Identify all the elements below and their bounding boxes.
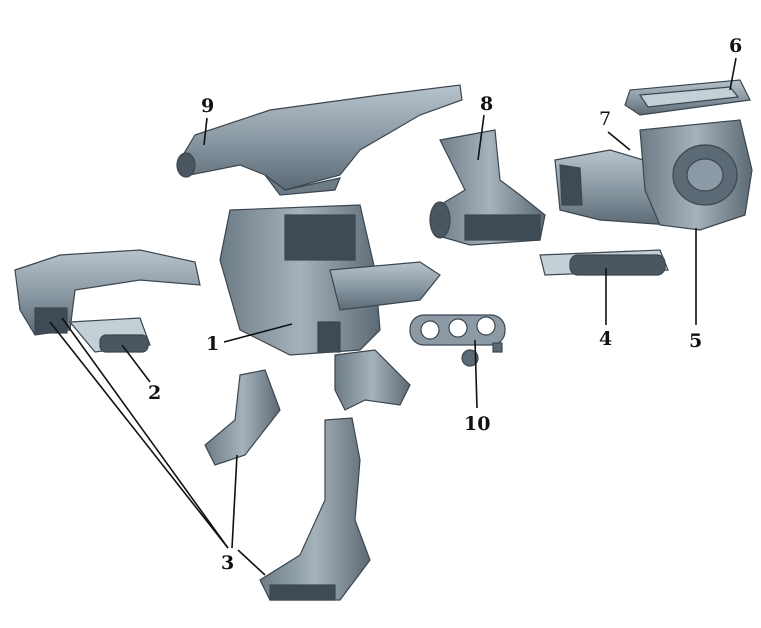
- leader-lines: [49, 57, 737, 576]
- part-6-filter-cover: [624, 79, 751, 116]
- label-9: 9: [201, 95, 214, 117]
- label-8: 8: [480, 93, 493, 115]
- part-5-blower-housing: [639, 119, 753, 231]
- label-3: 3: [221, 552, 234, 574]
- label-2: 2: [148, 382, 161, 404]
- part-2-left-vent: [68, 317, 151, 353]
- part-8-center-vent-duct: [429, 129, 546, 246]
- part-10-control-panel: [409, 314, 506, 367]
- label-5: 5: [689, 330, 702, 352]
- part-1-heater-housing: [219, 204, 441, 356]
- label-4: 4: [599, 328, 612, 350]
- label-7: 7: [599, 108, 611, 130]
- label-6: 6: [729, 35, 742, 57]
- label-10: 10: [464, 413, 490, 435]
- part-3-floor-ducts: [204, 349, 411, 601]
- label-1: 1: [206, 333, 219, 355]
- part-3-left-floor-duct-upper: [14, 249, 201, 336]
- part-9-air-distribution-duct: [176, 84, 463, 196]
- part-4-right-vent: [539, 249, 669, 276]
